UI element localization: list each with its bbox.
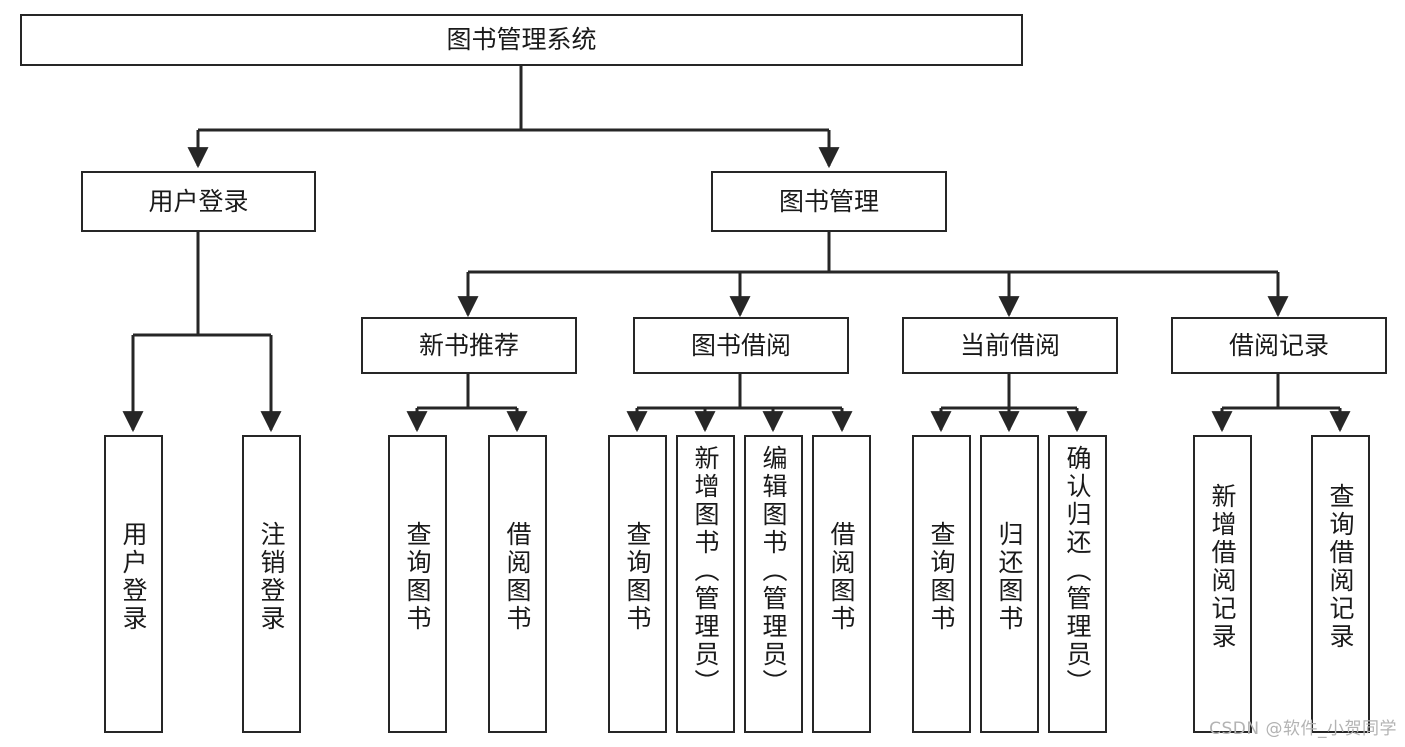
node-borrow-record[interactable]: 借阅记录 [1171, 317, 1387, 374]
node-leaf-borrow-book-2-label: 借阅图书 [827, 521, 856, 633]
node-leaf-query-book-3-label: 查询图书 [927, 521, 956, 633]
node-root-label: 图书管理系统 [446, 25, 597, 55]
node-leaf-query-borrow-record-label: 查询借阅记录 [1326, 483, 1355, 651]
node-leaf-borrow-book-1-label: 借阅图书 [503, 521, 532, 633]
node-leaf-user-login-action[interactable]: 用户登录 [104, 435, 163, 733]
node-leaf-query-book-2[interactable]: 查询图书 [608, 435, 667, 733]
node-new-book-recommend-label: 新书推荐 [418, 330, 519, 360]
node-leaf-confirm-return-admin[interactable]: 确认归还（管理员） [1048, 435, 1107, 733]
node-leaf-user-login-action-label: 用户登录 [119, 521, 148, 633]
node-leaf-query-book-2-label: 查询图书 [623, 521, 652, 633]
node-leaf-add-book-admin-label: 新增图书（管理员） [691, 445, 720, 697]
node-leaf-add-borrow-record[interactable]: 新增借阅记录 [1193, 435, 1252, 733]
node-leaf-add-borrow-record-label: 新增借阅记录 [1208, 483, 1237, 651]
node-current-borrow-label: 当前借阅 [959, 330, 1060, 360]
node-book-manage[interactable]: 图书管理 [711, 171, 947, 232]
node-leaf-borrow-book-1[interactable]: 借阅图书 [488, 435, 547, 733]
node-current-borrow[interactable]: 当前借阅 [902, 317, 1118, 374]
node-book-borrow[interactable]: 图书借阅 [633, 317, 849, 374]
node-borrow-record-label: 借阅记录 [1228, 330, 1329, 360]
node-book-manage-label: 图书管理 [778, 186, 879, 216]
node-leaf-query-book-1[interactable]: 查询图书 [388, 435, 447, 733]
node-root[interactable]: 图书管理系统 [20, 14, 1023, 66]
node-leaf-edit-book-admin-label: 编辑图书（管理员） [759, 445, 788, 697]
node-leaf-confirm-return-admin-label: 确认归还（管理员） [1063, 445, 1092, 697]
node-leaf-return-book[interactable]: 归还图书 [980, 435, 1039, 733]
node-book-borrow-label: 图书借阅 [690, 330, 791, 360]
node-leaf-return-book-label: 归还图书 [995, 521, 1024, 633]
node-user-login[interactable]: 用户登录 [81, 171, 316, 232]
node-leaf-borrow-book-2[interactable]: 借阅图书 [812, 435, 871, 733]
node-leaf-logout-action-label: 注销登录 [257, 521, 286, 633]
node-leaf-edit-book-admin[interactable]: 编辑图书（管理员） [744, 435, 803, 733]
watermark-text: CSDN @软件_小贺同学 [1209, 719, 1397, 739]
node-leaf-query-book-1-label: 查询图书 [403, 521, 432, 633]
node-leaf-logout-action[interactable]: 注销登录 [242, 435, 301, 733]
node-user-login-label: 用户登录 [148, 186, 249, 216]
node-leaf-query-book-3[interactable]: 查询图书 [912, 435, 971, 733]
node-leaf-add-book-admin[interactable]: 新增图书（管理员） [676, 435, 735, 733]
node-new-book-recommend[interactable]: 新书推荐 [361, 317, 577, 374]
node-leaf-query-borrow-record[interactable]: 查询借阅记录 [1311, 435, 1370, 733]
